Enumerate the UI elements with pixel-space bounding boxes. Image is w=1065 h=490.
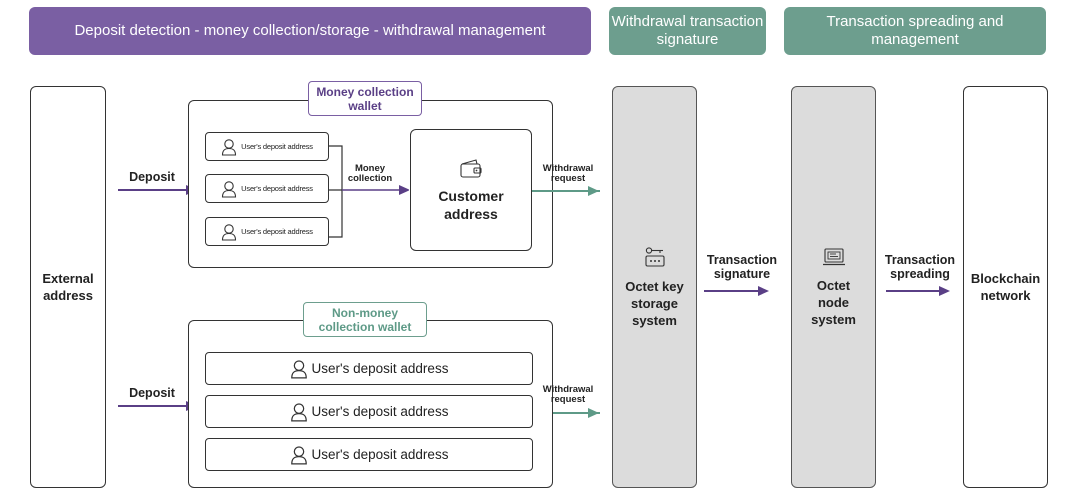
banner-deposit-management: Deposit detection - money collection/sto… bbox=[29, 7, 591, 55]
transaction-signature-arrow-head bbox=[758, 286, 769, 296]
key-storage-system-label: Octet key storage system bbox=[625, 278, 684, 328]
banner-withdrawal-signature: Withdrawal transaction signature bbox=[609, 7, 766, 55]
banner-withdrawal-signature-text: Withdrawal transaction signature bbox=[611, 13, 764, 48]
node-computer-icon bbox=[822, 247, 846, 267]
money-wallet-address-1: User's deposit address bbox=[205, 132, 329, 161]
non-money-collection-wallet-title-text: Non-money collection wallet bbox=[318, 305, 412, 334]
deposit-arrow-bottom bbox=[118, 405, 188, 407]
money-collection-connector bbox=[329, 145, 409, 238]
money-wallet-address-1-text: User's deposit address bbox=[241, 142, 313, 151]
transaction-spreading-label: Transaction spreading bbox=[884, 253, 956, 281]
blockchain-network-label: Blockchain network bbox=[970, 271, 1041, 303]
withdrawal-request-label-bottom: Withdrawal request bbox=[542, 384, 594, 405]
non-money-wallet-address-1-text: User's deposit address bbox=[311, 361, 449, 376]
money-wallet-address-2-text: User's deposit address bbox=[241, 184, 313, 193]
key-storage-system-box: Octet key storage system bbox=[612, 86, 697, 488]
external-address-label: External address bbox=[42, 271, 94, 303]
node-system-box: Octet node system bbox=[791, 86, 876, 488]
blockchain-network-box: Blockchain network bbox=[963, 86, 1048, 488]
user-icon bbox=[221, 138, 237, 156]
user-icon bbox=[290, 445, 308, 465]
deposit-label-top: Deposit bbox=[129, 170, 175, 184]
deposit-arrow-top bbox=[118, 189, 188, 191]
transaction-spreading-arrow-head bbox=[939, 286, 950, 296]
non-money-wallet-address-1: User's deposit address bbox=[205, 352, 533, 385]
withdrawal-arrow-top-head bbox=[588, 186, 599, 196]
non-money-collection-wallet-title: Non-money collection wallet bbox=[303, 302, 427, 337]
transaction-signature-label: Transaction signature bbox=[706, 253, 778, 281]
customer-address-label: Customer address bbox=[438, 188, 504, 222]
money-wallet-address-2: User's deposit address bbox=[205, 174, 329, 203]
transaction-signature-arrow bbox=[704, 290, 762, 292]
non-money-wallet-address-2-text: User's deposit address bbox=[311, 404, 449, 419]
external-address-box: External address bbox=[30, 86, 106, 488]
banner-transaction-spreading: Transaction spreading and management bbox=[784, 7, 1046, 55]
banner-transaction-spreading-text: Transaction spreading and management bbox=[826, 13, 1004, 48]
user-icon bbox=[221, 223, 237, 241]
withdrawal-arrow-top bbox=[532, 190, 600, 192]
money-wallet-address-3-text: User's deposit address bbox=[241, 227, 313, 236]
money-collection-wallet-title: Money collection wallet bbox=[308, 81, 422, 116]
deposit-label-bottom: Deposit bbox=[129, 386, 175, 400]
money-wallet-address-3: User's deposit address bbox=[205, 217, 329, 246]
non-money-wallet-address-3-text: User's deposit address bbox=[311, 447, 449, 462]
money-collection-wallet-title-text: Money collection wallet bbox=[316, 84, 414, 113]
money-collection-label: Money collection bbox=[347, 163, 393, 184]
key-storage-icon bbox=[644, 246, 666, 268]
wallet-icon bbox=[459, 157, 483, 179]
user-icon bbox=[290, 402, 308, 422]
withdrawal-arrow-bottom-head bbox=[588, 408, 599, 418]
transaction-spreading-arrow bbox=[886, 290, 942, 292]
non-money-wallet-address-3: User's deposit address bbox=[205, 438, 533, 471]
withdrawal-request-label-top: Withdrawal request bbox=[542, 163, 594, 184]
customer-address-box: Customer address bbox=[410, 129, 532, 251]
non-money-wallet-address-2: User's deposit address bbox=[205, 395, 533, 428]
user-icon bbox=[221, 180, 237, 198]
banner-deposit-management-text: Deposit detection - money collection/sto… bbox=[74, 22, 546, 39]
node-system-label: Octet node system bbox=[811, 277, 856, 327]
user-icon bbox=[290, 359, 308, 379]
withdrawal-arrow-bottom bbox=[553, 412, 600, 414]
